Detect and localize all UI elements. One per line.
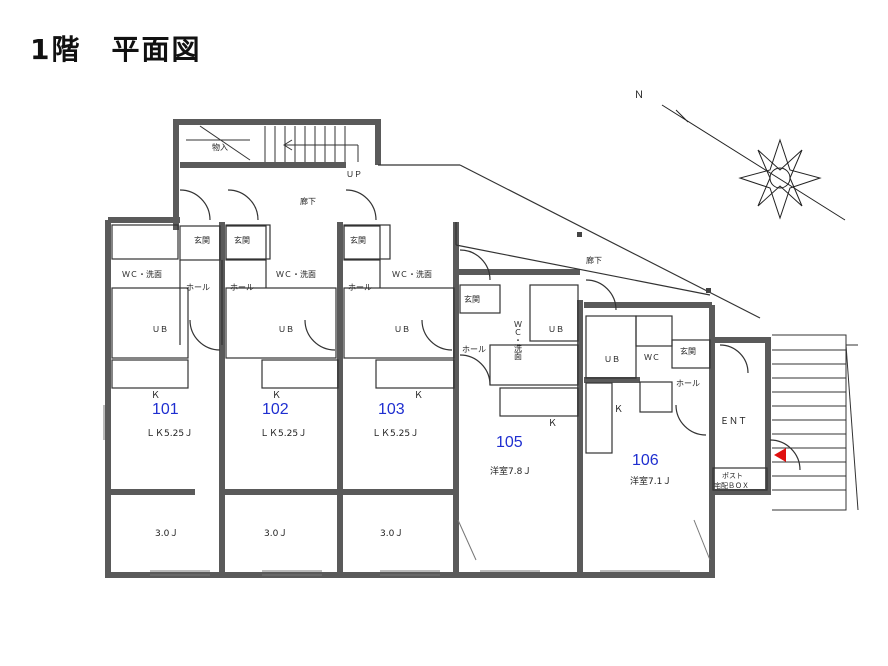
- room-size-103: 3.0Ｊ: [380, 529, 403, 539]
- wc-wash-label-103: ＷＣ・洗面: [392, 269, 432, 279]
- ub-label-102: ＵＢ: [278, 325, 294, 334]
- kitchen-label-105: Ｋ: [548, 419, 557, 429]
- room-size-106: 洋室7.1Ｊ: [630, 475, 671, 487]
- kitchen-label-103: Ｋ: [414, 391, 423, 401]
- wc-wash-label-102: ＷＣ・洗面: [276, 269, 316, 279]
- hall-label-105: ホール: [462, 345, 486, 354]
- room-size-105: 洋室7.8Ｊ: [490, 465, 531, 477]
- unit-number-101: 101: [152, 401, 179, 418]
- ldk-size-103: ＬＫ5.25Ｊ: [372, 429, 419, 439]
- entrance-marker-icon: [774, 448, 786, 462]
- room-size-102: 3.0Ｊ: [264, 529, 287, 539]
- room-size-101: 3.0Ｊ: [155, 529, 178, 539]
- wc-wash-label-101: ＷＣ・洗面: [122, 269, 162, 279]
- entrance-label-106: 玄関: [680, 346, 696, 356]
- upper-stairs: [186, 125, 359, 162]
- hall-label-101: ホール: [186, 283, 210, 292]
- ub-label-105: ＵＢ: [548, 325, 564, 334]
- unit-number-102: 102: [262, 401, 289, 418]
- entrance-label-102: 玄関: [234, 235, 250, 245]
- kitchen-label-106: Ｋ: [614, 405, 623, 415]
- corridor-label-upper: 廊下: [300, 196, 316, 206]
- ldk-size-102: ＬＫ5.25Ｊ: [260, 429, 307, 439]
- entrance-label-103: 玄関: [350, 235, 366, 245]
- north-label: Ｎ: [634, 90, 644, 101]
- compass-icon: [661, 104, 846, 221]
- room-labels: 廊下 廊下 ＵＰ 物入 玄関 玄関 玄関 玄関 玄関 ＷＣ・洗面 ＷＣ・洗面 Ｗ…: [122, 142, 749, 539]
- hall-label-106: ホール: [676, 379, 700, 388]
- ldk-size-101: ＬＫ5.25Ｊ: [146, 429, 193, 439]
- wc-wash-label-105: ＷＣ・洗面: [514, 320, 523, 361]
- kitchen-label-101: Ｋ: [151, 391, 160, 401]
- storage-label: 物入: [212, 142, 228, 152]
- page-title: 1階 平面図: [30, 33, 202, 66]
- windows: [103, 405, 711, 576]
- ub-label-101: ＵＢ: [152, 325, 168, 334]
- fixtures: [577, 232, 711, 293]
- ub-label-103: ＵＢ: [394, 325, 410, 334]
- kitchen-label-102: Ｋ: [272, 391, 281, 401]
- unit-number-103: 103: [378, 401, 405, 418]
- corridor-label-right: 廊下: [586, 255, 602, 265]
- entrance-label-105: 玄関: [464, 294, 480, 304]
- interior-lines: [111, 164, 801, 491]
- exterior-walls: [105, 119, 771, 578]
- entrance-label-101: 玄関: [194, 235, 210, 245]
- wc-label-106: ＷＣ: [644, 353, 660, 362]
- unit-number-105: 105: [496, 434, 523, 451]
- post-label: ポスト: [722, 472, 743, 480]
- hall-label-102: ホール: [230, 283, 254, 292]
- ent-label: ＥＮＴ: [720, 417, 747, 427]
- exterior-stairs: [772, 334, 859, 511]
- delivery-box-label: 宅配ＢＯＸ: [714, 481, 749, 490]
- ub-label-106: ＵＢ: [604, 355, 620, 364]
- hall-label-103: ホール: [348, 283, 372, 292]
- unit-number-106: 106: [632, 452, 659, 469]
- up-label: ＵＰ: [346, 170, 362, 179]
